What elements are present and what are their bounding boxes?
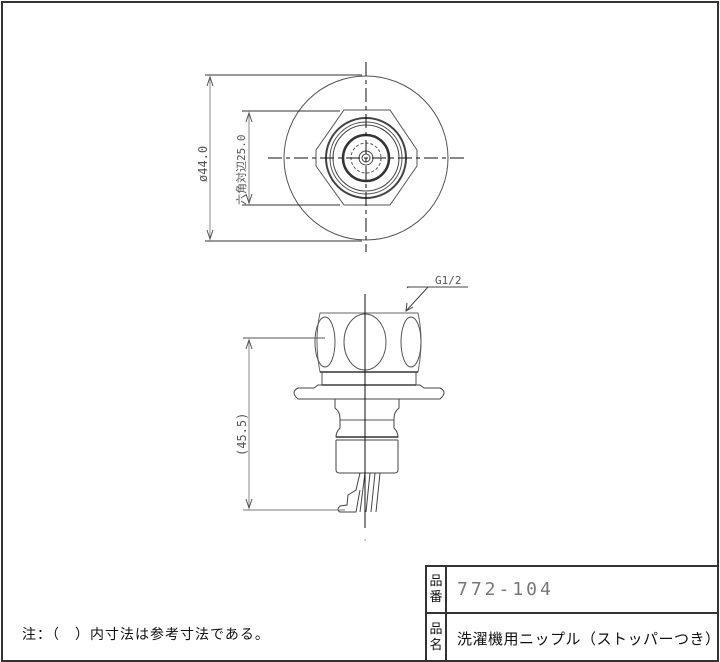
thread-label: G1/2 xyxy=(435,274,462,287)
hex-width-label: 六角対辺25.0 xyxy=(234,135,248,206)
label-char: 品 xyxy=(429,573,443,589)
label-char: 品 xyxy=(429,622,443,637)
part-number-value: 772-104 xyxy=(457,579,554,600)
label-char: 名 xyxy=(429,638,443,653)
part-name-value: 洗濯機用ニップル（ストッパーつき） xyxy=(457,629,720,648)
part-number-label: 品 番 xyxy=(427,567,447,612)
side-view xyxy=(243,286,468,541)
height-label: (45.5) xyxy=(235,413,249,456)
reference-dimension-note: 注：（ ）内寸法は参考寸法である。 xyxy=(22,627,270,643)
label-char: 番 xyxy=(429,589,443,605)
title-block: 品 番 772-104 品 名 洗濯機用ニップル（ストッパーつき） xyxy=(425,565,720,662)
part-number-row: 品 番 772-104 xyxy=(427,567,719,614)
top-view xyxy=(205,62,464,252)
part-name-row: 品 名 洗濯機用ニップル（ストッパーつき） xyxy=(427,614,720,662)
part-name-label: 品 名 xyxy=(427,614,447,662)
outer-diameter-label: ø44.0 xyxy=(196,146,210,182)
